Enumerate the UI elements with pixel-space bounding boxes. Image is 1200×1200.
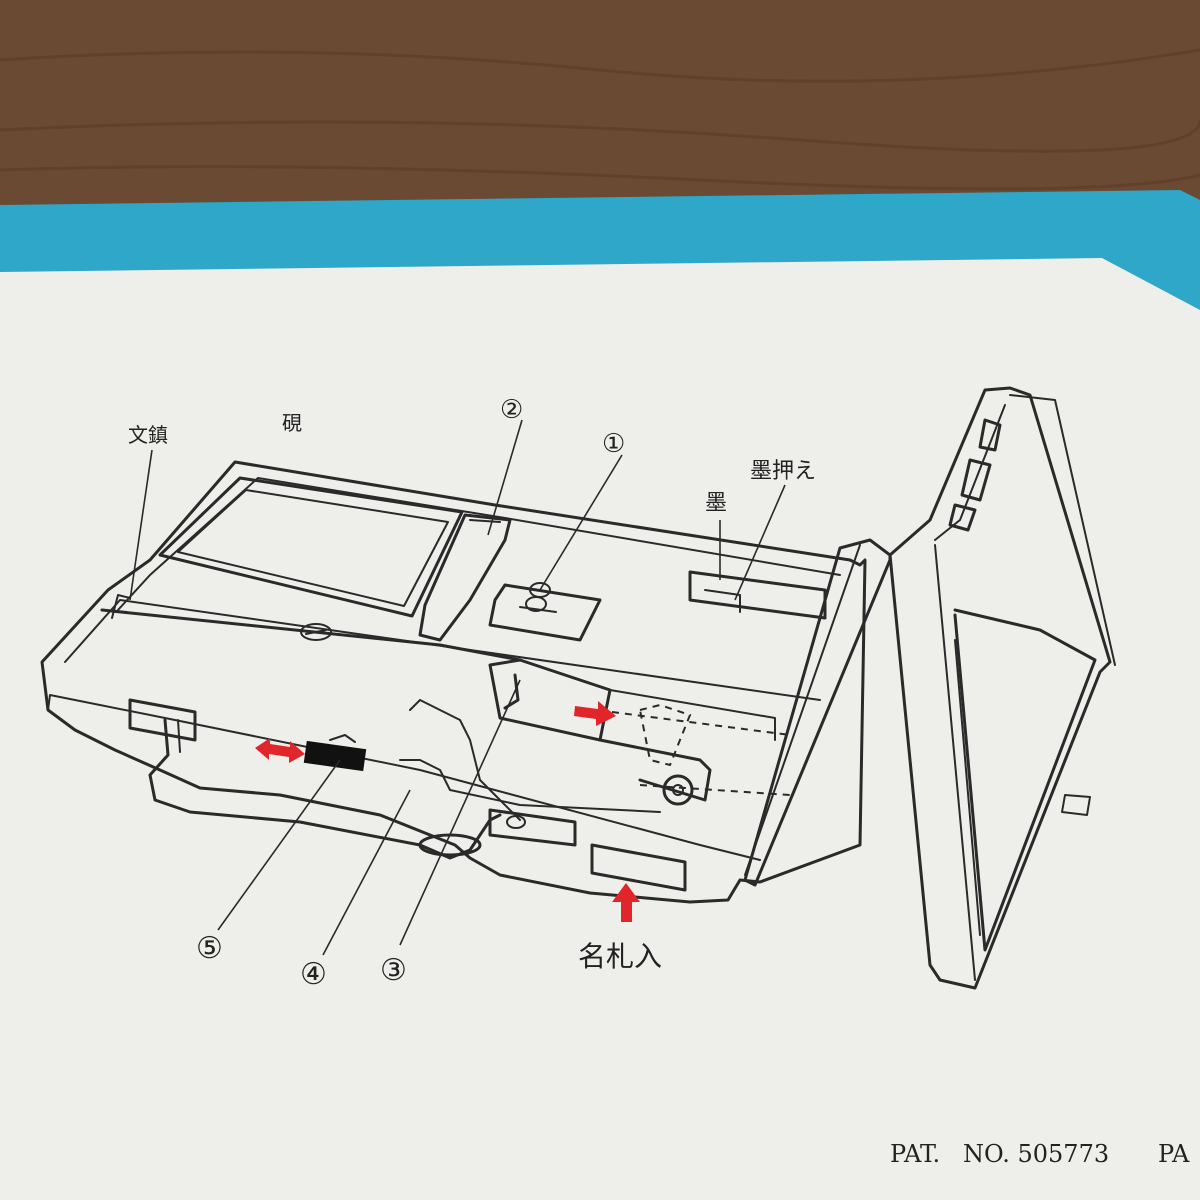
water-well [418,513,512,642]
hinge [948,418,1002,532]
label-ink: 墨 [705,491,727,516]
wood-grain [0,48,1200,191]
lid-stand-tab [1061,794,1091,816]
label-number-5: ⑤ [196,931,223,966]
label-paperweight: 文鎮 [128,423,168,447]
adjust-knob [303,740,367,772]
front-latch [488,808,577,847]
red-arrow-up-icon [612,883,640,922]
red-arrow-right-icon [574,701,616,726]
brush-rest [488,583,602,642]
case-lid [743,386,1116,990]
inkstone-recess [158,476,464,618]
ink-stick-block [688,570,827,620]
label-name-tag-slot: 名札入 [578,940,662,973]
name-tag-slot [590,843,687,892]
case-base [40,460,867,904]
left-latch [128,698,197,742]
label-inkstone: 硯 [282,411,302,435]
red-arrow-double-horizontal-icon [255,738,305,763]
inkstone-knob [300,623,332,641]
label-number-4: ④ [300,957,327,992]
outer-lid-panel [888,386,1112,990]
instruction-paper [0,258,1200,1200]
label-ink-holder: 墨押え [750,459,816,484]
label-number-2: ② [500,395,523,425]
patent-number: PAT. NO. 505773 [890,1140,1109,1168]
label-number-3: ③ [380,953,407,988]
label-number-1: ① [602,429,625,459]
patent-number-cut: PA [1158,1140,1190,1168]
leader-lines [129,419,786,956]
